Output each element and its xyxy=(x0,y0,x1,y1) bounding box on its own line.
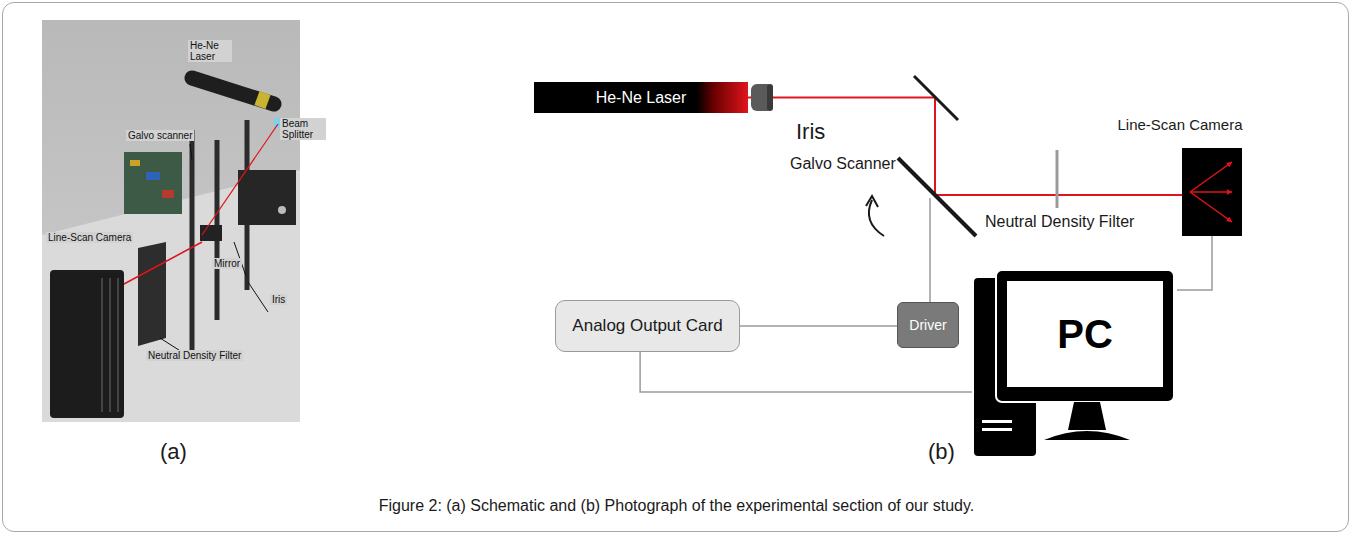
tower-slot xyxy=(982,428,1012,431)
laser-beam xyxy=(748,98,1182,196)
stand xyxy=(1068,402,1106,430)
heat-sink xyxy=(101,278,103,412)
iris-symbol xyxy=(751,84,773,111)
signal-wire xyxy=(740,325,897,327)
photo-label: He-Ne Laser xyxy=(188,40,232,62)
laser-beam xyxy=(202,124,278,235)
computer-icon: PC xyxy=(972,270,1177,460)
ray xyxy=(1190,162,1232,192)
node-text: Driver xyxy=(909,317,946,333)
photo-label: Beam Splitter xyxy=(280,118,326,140)
heat-sink xyxy=(117,278,119,412)
photo-label: Line-Scan Camera xyxy=(46,232,133,243)
screen xyxy=(1007,281,1163,387)
camera-body xyxy=(1182,148,1242,236)
lab-photo xyxy=(42,20,300,422)
leader-line xyxy=(190,144,192,160)
camera-sensor-rays xyxy=(1182,148,1242,236)
camera-body xyxy=(50,270,124,418)
leader-line xyxy=(248,282,268,312)
node-text: PC xyxy=(1057,312,1113,357)
screen-area: PC xyxy=(1007,281,1163,387)
schematic-label: Iris xyxy=(796,120,825,144)
heat-sink xyxy=(109,278,111,412)
chip xyxy=(146,172,160,180)
signal-wire xyxy=(640,352,972,392)
node-text: He-Ne Laser xyxy=(596,89,687,107)
photo-label: Galvo scanner xyxy=(126,130,194,141)
node-text: Analog Output Card xyxy=(572,316,722,336)
photo-label: Neutral Density Filter xyxy=(146,350,243,361)
galvo-mirror xyxy=(898,158,976,236)
driver-box: Driver xyxy=(897,302,959,348)
power-supply xyxy=(238,170,296,225)
chip xyxy=(162,190,174,198)
laser-box: He-Ne Laser xyxy=(534,82,748,113)
schematic-label: Galvo Scanner xyxy=(790,155,896,173)
wall xyxy=(42,20,300,422)
laser-tube xyxy=(192,78,274,104)
nd-filter xyxy=(138,242,166,346)
knob xyxy=(278,206,286,214)
monitor xyxy=(996,270,1174,402)
signal-wire xyxy=(1177,236,1212,290)
figure-caption: Figure 2: (a) Schematic and (b) Photogra… xyxy=(0,497,1353,515)
ray xyxy=(1190,192,1232,222)
ray-head xyxy=(1226,162,1232,167)
photo-label: Iris xyxy=(270,294,287,305)
chip xyxy=(130,160,140,166)
photo-label: Mirror xyxy=(212,258,242,269)
node-text: Line-Scan Camera xyxy=(1106,116,1254,134)
nd-filter-symbol xyxy=(1056,150,1059,208)
rotation-arrow xyxy=(866,196,878,207)
mirror-symbol xyxy=(914,76,958,120)
ray xyxy=(1190,191,1232,193)
schematic-label: (a) xyxy=(160,440,187,464)
iris-symbol xyxy=(767,84,773,111)
circuit-board xyxy=(124,152,182,214)
computer-outline xyxy=(972,270,1177,460)
tower-slot xyxy=(982,420,1012,423)
ray-head xyxy=(1227,189,1232,195)
laser-band xyxy=(257,98,268,102)
schematic-label: Neutral Density Filter xyxy=(985,213,1134,231)
base xyxy=(1044,431,1130,440)
process-box: Analog Output Card xyxy=(555,300,740,352)
driver-wire xyxy=(929,198,931,302)
schematic-label: (b) xyxy=(928,440,955,464)
ray-head xyxy=(1226,217,1232,222)
post xyxy=(190,130,195,350)
